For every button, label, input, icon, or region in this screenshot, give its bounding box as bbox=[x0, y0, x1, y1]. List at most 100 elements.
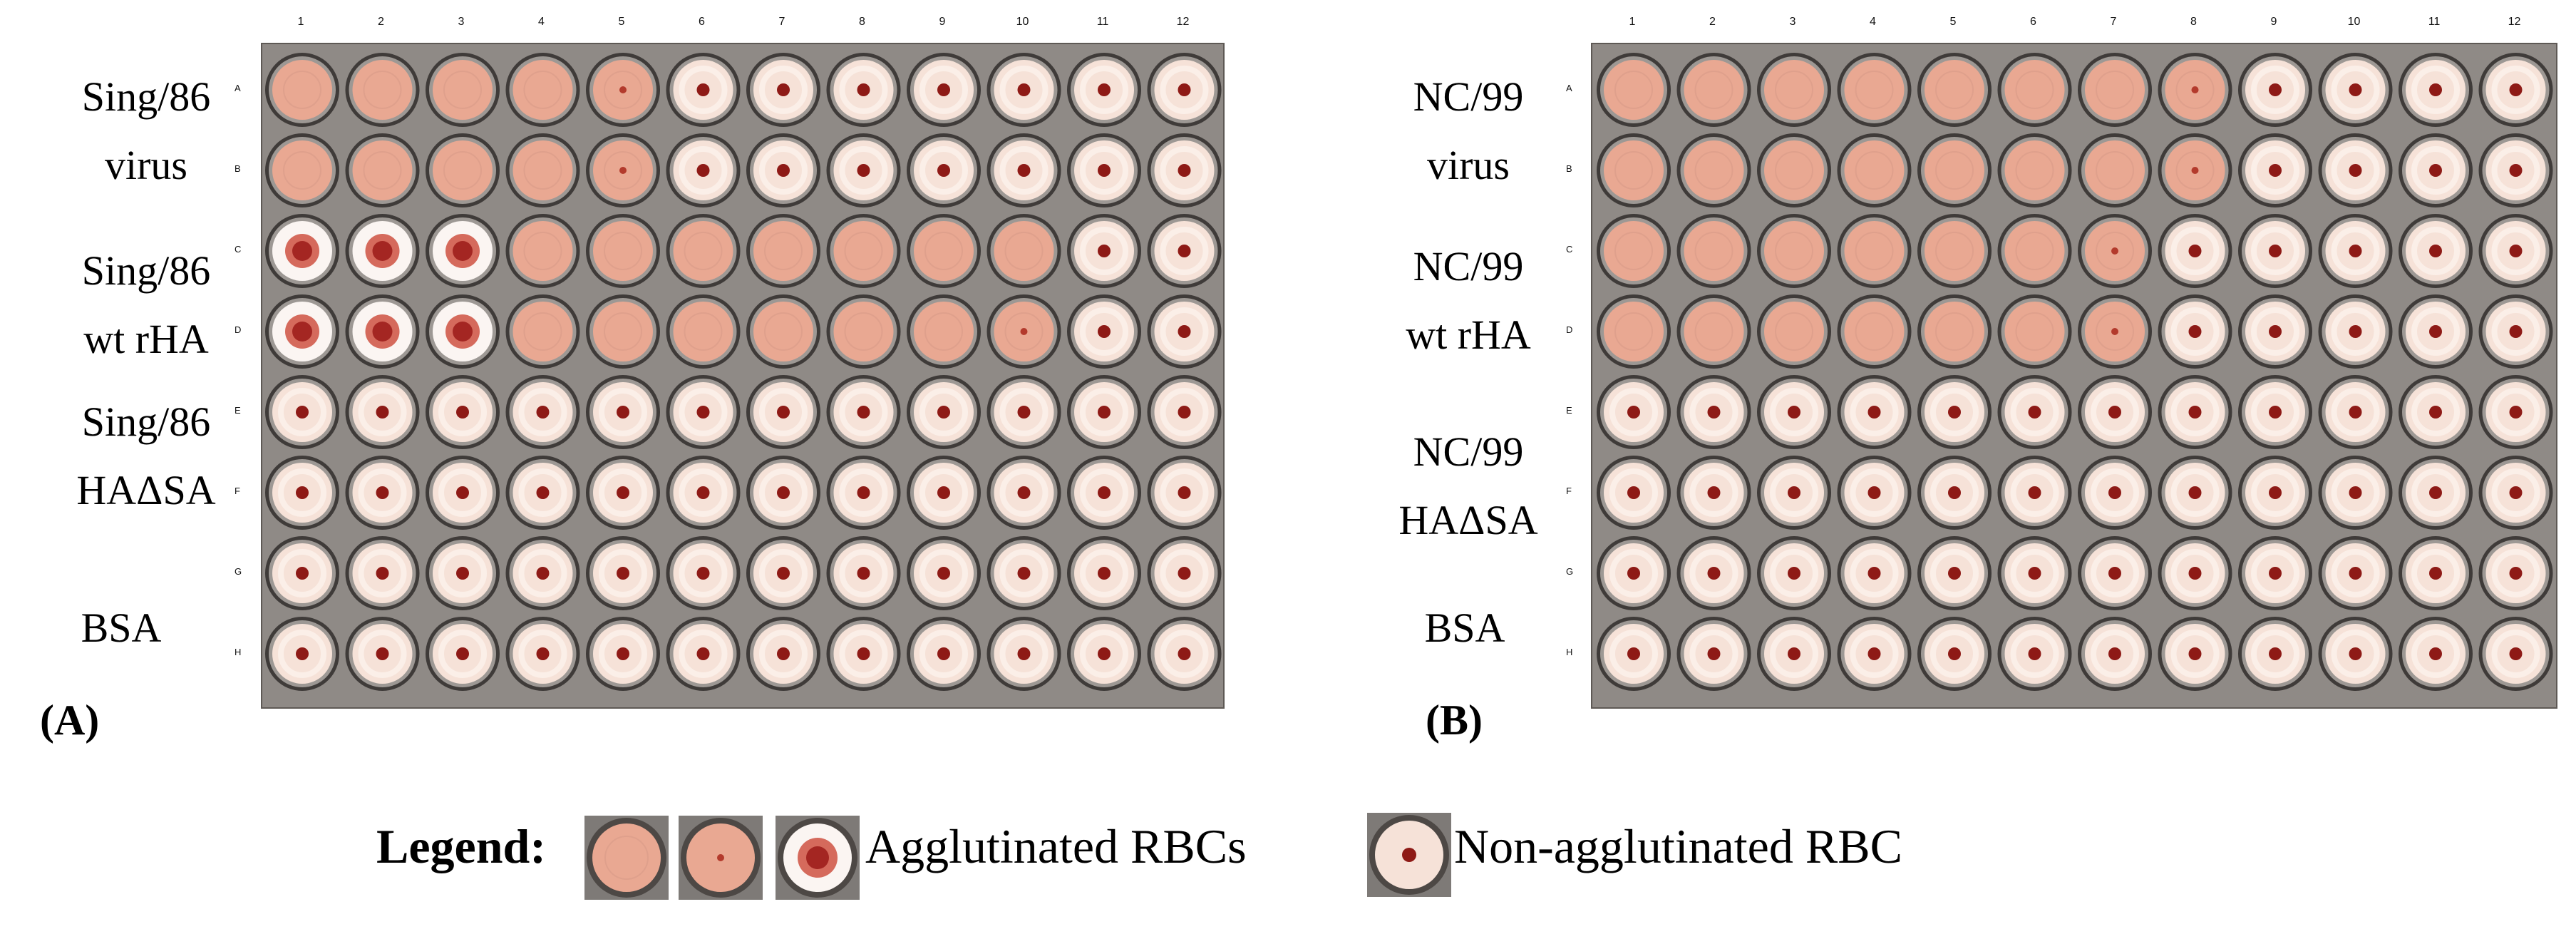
well-non-agglutinated bbox=[1067, 456, 1141, 530]
sample-label-a-1: Sing/86 virus bbox=[29, 63, 264, 200]
well-agglutinated bbox=[426, 214, 500, 288]
sample-name: NC/99 bbox=[1413, 73, 1524, 120]
well-non-agglutinated bbox=[426, 375, 500, 449]
well-non-agglutinated bbox=[2238, 456, 2312, 530]
well-non-agglutinated bbox=[586, 456, 660, 530]
column-label: 2 bbox=[378, 16, 384, 28]
well-agglutinated bbox=[1676, 294, 1751, 369]
well-agglutinated bbox=[1676, 214, 1751, 288]
well-non-agglutinated bbox=[907, 375, 981, 449]
well-non-agglutinated bbox=[1997, 536, 2072, 610]
column-label: 11 bbox=[1096, 16, 1109, 28]
sample-subtitle: HAΔSA bbox=[1398, 497, 1538, 543]
column-label: 4 bbox=[1870, 16, 1876, 28]
well-non-agglutinated bbox=[265, 617, 339, 691]
well-agglutinated bbox=[345, 214, 420, 288]
well-non-agglutinated bbox=[986, 536, 1061, 610]
panel-tag-a: (A) bbox=[40, 697, 100, 744]
well-agglutinated bbox=[265, 53, 339, 127]
sample-subtitle: wt rHA bbox=[83, 316, 209, 362]
well-agglutinated bbox=[426, 53, 500, 127]
well-non-agglutinated bbox=[1147, 375, 1222, 449]
row-label: B bbox=[1566, 163, 1572, 174]
well-non-agglutinated bbox=[2478, 375, 2553, 449]
well-agglutinated bbox=[1597, 53, 1671, 127]
column-label: 5 bbox=[618, 16, 625, 28]
well-non-agglutinated bbox=[2078, 456, 2152, 530]
well-non-agglutinated bbox=[586, 375, 660, 449]
well-agglutinated bbox=[666, 294, 741, 369]
well-non-agglutinated bbox=[1837, 617, 1912, 691]
well-agglutinated bbox=[426, 294, 500, 369]
well-non-agglutinated bbox=[2318, 536, 2393, 610]
sample-subtitle: wt rHA bbox=[1406, 312, 1531, 358]
column-label: 5 bbox=[1949, 16, 1957, 28]
well-agglutinated bbox=[907, 294, 981, 369]
well-non-agglutinated bbox=[907, 456, 981, 530]
sample-name: Sing/86 bbox=[81, 73, 211, 120]
column-label: 7 bbox=[778, 16, 785, 28]
column-label: 2 bbox=[1709, 16, 1716, 28]
sample-subtitle: virus bbox=[1427, 142, 1510, 188]
legend-swatch-agglutinated-diffuse bbox=[584, 816, 669, 900]
well-agglutinated bbox=[826, 214, 901, 288]
well-agglutinated bbox=[1997, 294, 2072, 369]
well-non-agglutinated bbox=[2318, 456, 2393, 530]
well-agglutinated bbox=[746, 294, 820, 369]
well-non-agglutinated bbox=[1597, 536, 1671, 610]
well-non-agglutinated bbox=[1147, 456, 1222, 530]
well-non-agglutinated bbox=[986, 133, 1061, 207]
well-non-agglutinated bbox=[2238, 617, 2312, 691]
well-agglutinated bbox=[586, 294, 660, 369]
well-non-agglutinated bbox=[505, 617, 580, 691]
plate-a bbox=[261, 43, 1225, 709]
well-agglutinated bbox=[2158, 133, 2232, 207]
column-label: 3 bbox=[458, 16, 465, 28]
well-non-agglutinated bbox=[2399, 133, 2473, 207]
well-non-agglutinated bbox=[1917, 536, 1992, 610]
well-non-agglutinated bbox=[2078, 617, 2152, 691]
well-non-agglutinated bbox=[2238, 536, 2312, 610]
well-non-agglutinated bbox=[1837, 375, 1912, 449]
sample-label-b-4: BSA bbox=[1347, 594, 1582, 662]
well-non-agglutinated bbox=[666, 133, 741, 207]
well-non-agglutinated bbox=[1997, 456, 2072, 530]
well-non-agglutinated bbox=[2158, 294, 2232, 369]
well-agglutinated bbox=[265, 214, 339, 288]
well-agglutinated bbox=[2078, 294, 2152, 369]
well-non-agglutinated bbox=[1757, 375, 1831, 449]
row-label: H bbox=[235, 647, 242, 657]
row-label: E bbox=[235, 405, 241, 416]
well-non-agglutinated bbox=[1917, 375, 1992, 449]
well-non-agglutinated bbox=[1757, 536, 1831, 610]
panel-tag-b: (B) bbox=[1426, 697, 1483, 744]
well-non-agglutinated bbox=[666, 536, 741, 610]
well-non-agglutinated bbox=[826, 375, 901, 449]
well-agglutinated bbox=[826, 294, 901, 369]
well-non-agglutinated bbox=[1067, 214, 1141, 288]
well-agglutinated bbox=[265, 294, 339, 369]
well-non-agglutinated bbox=[2158, 617, 2232, 691]
well-non-agglutinated bbox=[2478, 133, 2553, 207]
well-agglutinated bbox=[345, 133, 420, 207]
well-non-agglutinated bbox=[586, 617, 660, 691]
well-non-agglutinated bbox=[746, 536, 820, 610]
well-non-agglutinated bbox=[1067, 133, 1141, 207]
legend-swatch-agglutinated-dot bbox=[679, 816, 763, 900]
well-agglutinated bbox=[1676, 53, 1751, 127]
well-non-agglutinated bbox=[1676, 456, 1751, 530]
well-agglutinated bbox=[1676, 133, 1751, 207]
well-non-agglutinated bbox=[1067, 294, 1141, 369]
well-agglutinated bbox=[1757, 133, 1831, 207]
row-label: G bbox=[1566, 566, 1574, 577]
column-label: 3 bbox=[1789, 16, 1796, 28]
column-label: 8 bbox=[2190, 16, 2197, 28]
well-non-agglutinated bbox=[2478, 214, 2553, 288]
sample-name: BSA bbox=[81, 605, 162, 651]
well-non-agglutinated bbox=[2238, 214, 2312, 288]
well-non-agglutinated bbox=[1837, 536, 1912, 610]
well-non-agglutinated bbox=[826, 456, 901, 530]
well-non-agglutinated bbox=[1147, 214, 1222, 288]
column-label: 1 bbox=[297, 16, 304, 28]
column-label: 10 bbox=[2347, 16, 2361, 28]
